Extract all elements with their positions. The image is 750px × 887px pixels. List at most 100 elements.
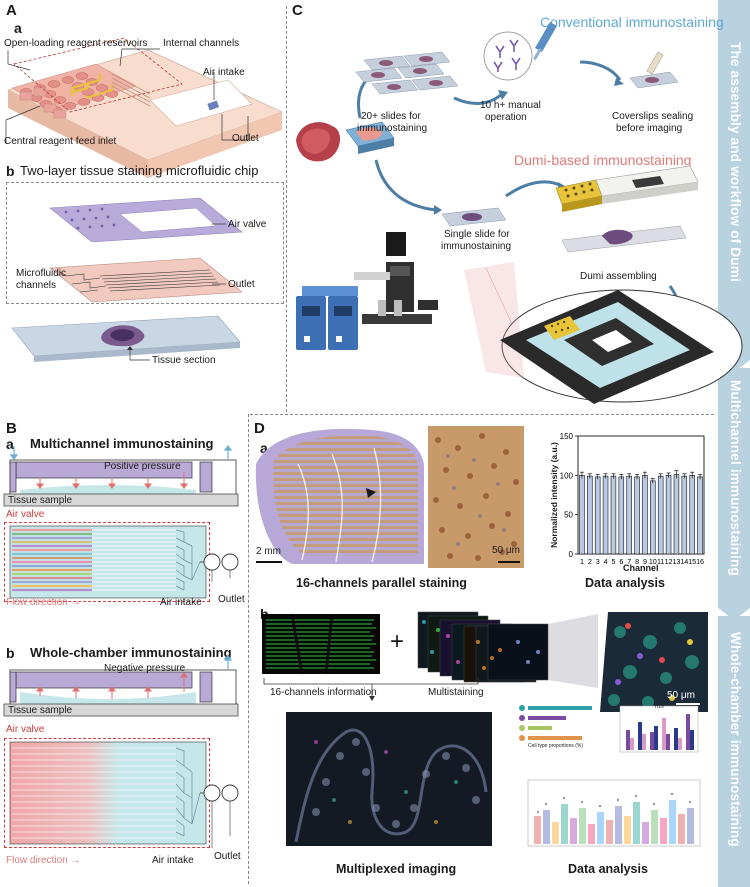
air-valve-label-a: Air valve	[6, 509, 45, 520]
x-tick-label: 9	[643, 557, 647, 566]
x-tick-label: 15	[688, 557, 696, 566]
conventional-title: Conventional immunostaining	[540, 14, 724, 30]
bar-channel-3	[594, 476, 601, 555]
label-air-valve: Air valve	[228, 219, 267, 230]
flow-arrow-icon-a: →	[70, 597, 81, 608]
x-tick-label: 10	[649, 557, 657, 566]
y-tick-label: 50	[564, 511, 573, 520]
bar-channel-15	[689, 475, 695, 555]
flow-direction-label-b: Flow direction →	[6, 855, 80, 866]
x-tick-label: 12	[665, 557, 673, 566]
label-outlet-b: Outlet	[228, 279, 255, 290]
panel-a-sub-a-letter: a	[14, 20, 22, 36]
bar-channel-13	[673, 474, 680, 555]
exploded-chip-frame	[6, 182, 284, 304]
panel-d-sub-a-letter: a	[260, 440, 268, 456]
bracket-connector	[263, 678, 479, 701]
panel-b-sub-a-letter: a	[6, 436, 14, 452]
x-tick-label: 2	[588, 557, 592, 566]
y-tick-label: 100	[560, 471, 574, 480]
mini-axis-label: Cell type proportions (%)	[528, 743, 584, 749]
side-label-middle: Multichannel immunostaining	[728, 380, 743, 576]
chart-xlabel: Channel	[623, 563, 659, 573]
scale-bar-50um-a: 50 μm	[492, 545, 520, 556]
flow-direction-label-a: Flow direction →	[6, 597, 80, 608]
bar-channel-5	[610, 475, 617, 555]
bar-channel-14	[681, 475, 688, 555]
side-band-middle-arrow	[718, 608, 750, 620]
y-tick-label: 150	[560, 432, 574, 441]
x-tick-label: 14	[680, 557, 688, 566]
label-central-feed-inlet: Central reagent feed inlet	[4, 136, 117, 147]
divider-vertical-b	[248, 414, 249, 884]
step-manual-line2: operation	[485, 112, 527, 123]
multichannel-chip-top	[9, 525, 239, 599]
panel-a-letter: A	[6, 2, 17, 19]
chart-ylabel: Normalized intensity (a.u.)	[549, 442, 559, 548]
label-channels: channels	[16, 280, 57, 291]
exploded-chip-layers	[11, 197, 243, 362]
tissue-stain-zoom	[428, 426, 524, 568]
step-single-line2: immunostaining	[441, 241, 512, 252]
panel-b-sub-b-letter: b	[6, 645, 15, 661]
bar-channel-1	[579, 475, 585, 555]
bar-channel-10	[650, 480, 656, 555]
multistaining-label: Multistaining	[428, 687, 484, 698]
step-coverslips-line1: Coverslips sealing	[612, 111, 694, 122]
side-band-top	[718, 0, 750, 360]
label-microfluidic: Microfluidic	[16, 268, 67, 279]
chip-title: Two-layer tissue staining microfluidic c…	[20, 163, 259, 178]
panel-a-sub-b-letter: b	[6, 163, 15, 179]
whole-chamber-title: Whole-chamber immunostaining	[30, 645, 232, 660]
bar-channel-16	[697, 476, 703, 555]
flow-direction-text-b: Flow direction	[6, 855, 68, 866]
caption-16-channels: 16-channels parallel staining	[296, 576, 467, 590]
negative-pressure-label: Negative pressure	[104, 663, 186, 674]
scale-bar-2mm: 2 mm	[256, 546, 281, 557]
side-band-bottom	[718, 616, 750, 887]
scale-bar-50um-b: 50 μm	[667, 690, 695, 701]
panel-c-letter: C	[292, 2, 303, 19]
bar-channel-6	[618, 476, 625, 555]
mini-analysis-charts	[519, 705, 701, 847]
panel-d-letter: D	[254, 420, 265, 437]
whole-chamber-cross-section	[3, 655, 239, 717]
workflow-illustration	[296, 22, 743, 404]
dumi-title: Dumi-based immunostaining	[514, 152, 692, 168]
step-coverslips-line2: before imaging	[616, 123, 683, 134]
bar-channel-12	[665, 475, 672, 555]
label-tissue-section: Tissue section	[152, 355, 216, 366]
step-slides-line1: 20+ slides for	[361, 111, 421, 122]
bar-channel-4	[602, 475, 609, 555]
plus-sign: +	[390, 628, 405, 655]
multiplex-zoom-image	[600, 612, 708, 712]
flow-direction-text-a: Flow direction	[6, 597, 68, 608]
x-tick-label: 8	[635, 557, 639, 566]
channels-info-label: 16-channels information	[270, 687, 377, 698]
outlet-label-a: Outlet	[218, 594, 245, 605]
divider-horizontal	[250, 414, 714, 415]
label-internal-channels: Internal channels	[163, 38, 240, 49]
whole-chamber-chip-top	[9, 741, 239, 848]
side-label-top: The assembly and workflow of Dumi	[728, 42, 743, 282]
tissue-sample-label-a: Tissue sample	[8, 495, 73, 506]
x-tick-label: 5	[611, 557, 615, 566]
outlet-label-b: Outlet	[214, 851, 241, 862]
chip-3d-illustration	[5, 37, 283, 178]
tissue-stain-whole-slide	[255, 428, 424, 564]
panel-b-letter: B	[6, 420, 17, 437]
step-dumi-assembling: Dumi assembling	[580, 271, 657, 282]
bar-channel-9	[642, 475, 648, 555]
multistaining-stack	[417, 611, 598, 688]
channel-information-image	[262, 613, 380, 675]
x-tick-label: 6	[619, 557, 623, 566]
air-valve-label-b: Air valve	[6, 724, 45, 735]
x-tick-label: 13	[672, 557, 680, 566]
divider-vertical	[286, 6, 287, 412]
x-tick-label: 1	[580, 557, 584, 566]
side-band-middle	[718, 368, 750, 608]
positive-pressure-label: Positive pressure	[104, 461, 181, 472]
bar-channel-7	[626, 475, 632, 555]
bar-channel-11	[657, 475, 664, 555]
